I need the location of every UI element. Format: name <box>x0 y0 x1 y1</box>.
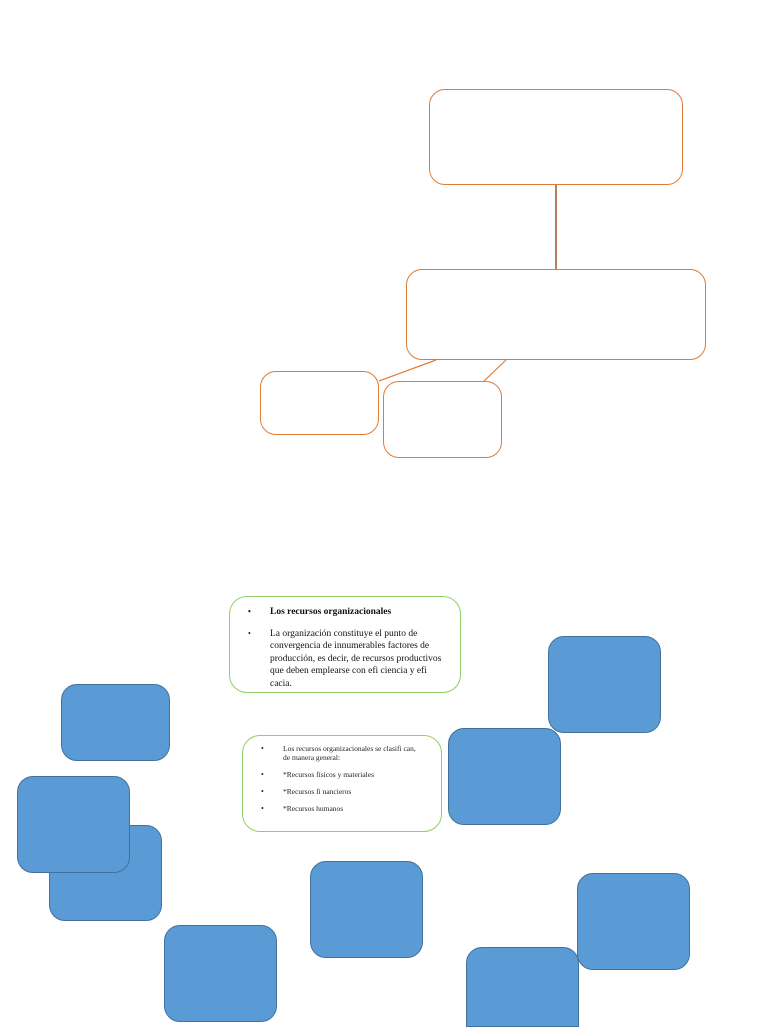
blue-box-8 <box>577 873 690 970</box>
orange-box-top <box>429 89 683 185</box>
orange-box-small-right <box>383 381 502 458</box>
blue-box-4 <box>164 925 277 1022</box>
clasificacion-item-humanos: *Recursos humanos <box>243 804 441 813</box>
blue-box-3 <box>17 776 130 873</box>
blue-box-1 <box>61 684 170 761</box>
clasificacion-item-financieros: *Recursos fi nancieros <box>243 787 441 796</box>
blue-box-7 <box>448 728 561 825</box>
text-box-recursos: Los recursos organizacionales La organiz… <box>229 596 461 693</box>
text-box-recursos-heading: Los recursos organizacionales <box>230 606 460 619</box>
text-box-recursos-body: La organización constituye el punto de c… <box>230 628 460 691</box>
text-box-clasificacion: Los recursos organizacionales se clasifi… <box>242 735 442 832</box>
blue-box-6 <box>548 636 661 733</box>
blue-box-5 <box>310 861 423 958</box>
connector-middle-to-small-right <box>483 359 507 382</box>
orange-box-small-left <box>260 371 379 435</box>
blue-box-9 <box>466 947 579 1027</box>
orange-box-middle <box>406 269 706 360</box>
connector-middle-to-small-left <box>378 359 437 382</box>
clasificacion-item-fisicos: *Recursos físicos y materiales <box>243 770 441 779</box>
clasificacion-item-intro: Los recursos organizacionales se clasifi… <box>243 744 441 762</box>
